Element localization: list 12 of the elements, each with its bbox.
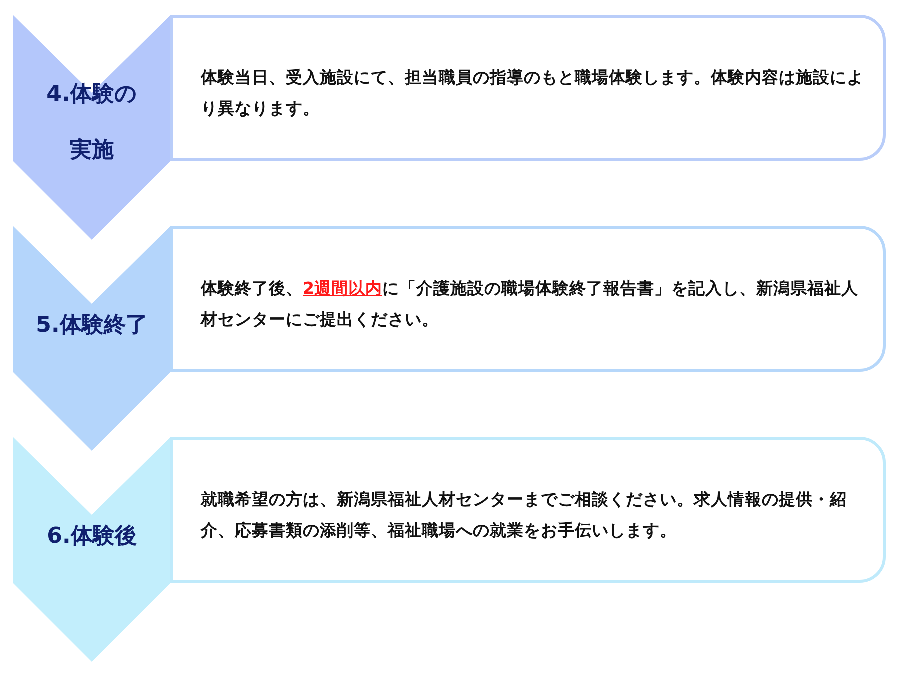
description-text: 体験終了後、2週間以内に「介護施設の職場体験終了報告書」を記入し、新潟県福祉人材センターにご提出ください。 [201,278,860,331]
description-card [170,226,886,372]
step-title: 6.体験後 [46,523,138,551]
description-text: 就職希望の方は、新潟県福祉人材センターまでご相談ください。求人情報の提供・紹介、応募書類の添削等、福祉職場への就業をお手伝いします。 [201,489,848,542]
chevron-arrow-shape [13,15,171,240]
step-title: 5.体験終了 [35,312,149,340]
description-card [170,437,886,583]
description-text: 体験当日、受入施設にて、担当職員の指導のもと職場体験します。体験内容は施設により異なります。 [201,67,865,120]
chevron-arrow-shape [13,437,171,662]
step-title: 4.体験の実施 [46,81,138,165]
description-card [170,15,886,161]
chevron-arrow-shape [13,226,171,451]
